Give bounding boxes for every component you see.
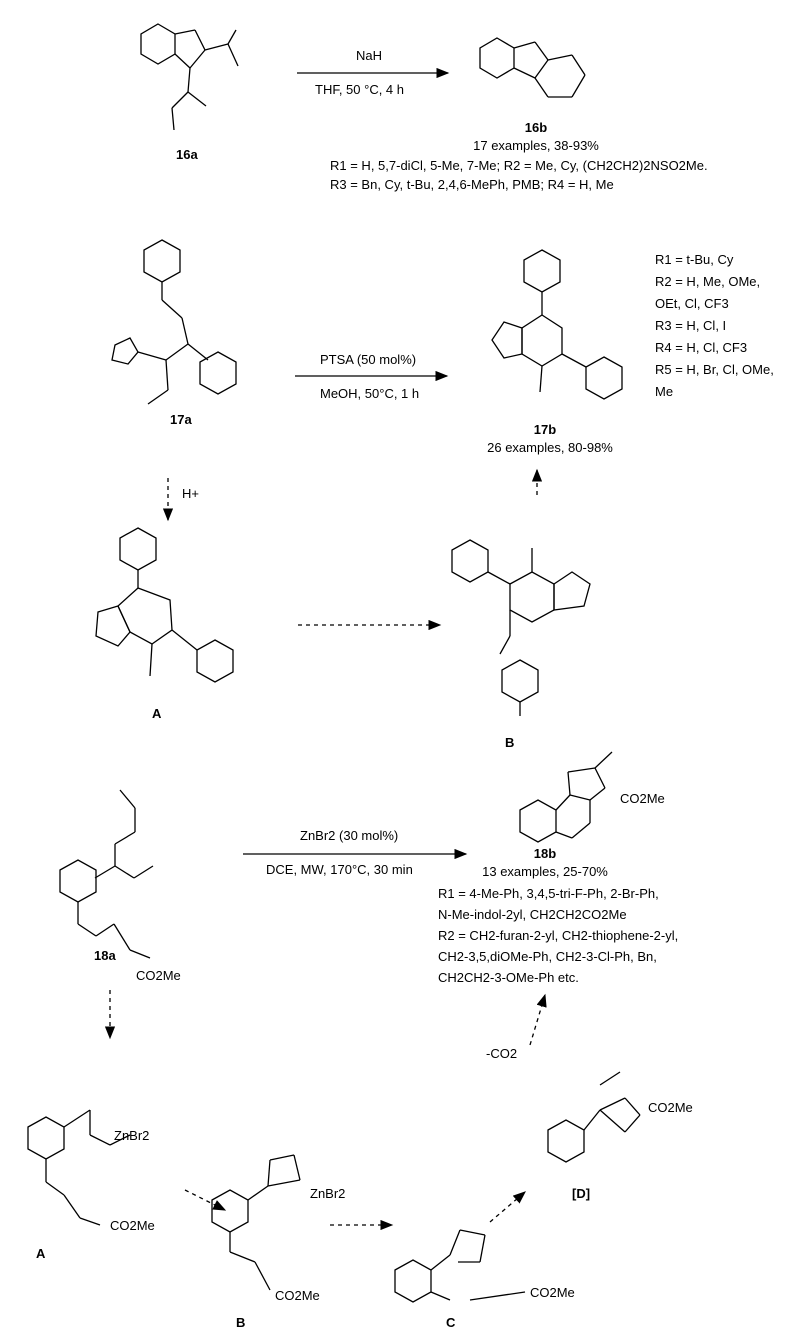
structure-intermediate-2a xyxy=(95,527,234,683)
scheme3-sub-r2-cont2: CH2CH2-3-OMe-Ph etc. xyxy=(438,970,579,985)
structure-intermediate-2b xyxy=(451,539,591,716)
scheme3-sub-r2-cont: CH2-3,5,diOMe-Ph, CH2-3-Cl-Ph, Bn, xyxy=(438,949,657,964)
structure-intermediate-3a xyxy=(27,1109,131,1226)
co2-loss-label: -CO2 xyxy=(486,1046,518,1061)
scheme3-sub-r1: R1 = 4-Me-Ph, 3,4,5-tri-F-Ph, 2-Br-Ph, xyxy=(438,886,659,901)
label-3c: C xyxy=(446,1315,456,1330)
scheme1-substituents-2: R3 = Bn, Cy, t-Bu, 2,4,6-MePh, PMB; R4 =… xyxy=(330,177,614,192)
label-16b: 16b xyxy=(524,120,548,135)
scheme2-sub-r5: R5 = H, Br, Cl, OMe, xyxy=(655,362,774,377)
3d-ester: CO2Me xyxy=(648,1100,693,1115)
scheme3-conditions: DCE, MW, 170°C, 30 min xyxy=(266,862,413,877)
structure-intermediate-3b xyxy=(211,1154,301,1291)
znbr2-label-b: ZnBr2 xyxy=(310,1186,346,1201)
structure-intermediate-3c xyxy=(394,1229,526,1303)
scheme2-reagent: PTSA (50 mol%) xyxy=(320,352,417,367)
scheme2-conditions: MeOH, 50°C, 1 h xyxy=(320,386,420,401)
label-3a: A xyxy=(36,1246,46,1261)
label-3d: [D] xyxy=(572,1186,591,1201)
scheme3-sub-r2: R2 = CH2-furan-2-yl, CH2-thiophene-2-yl, xyxy=(438,928,679,943)
scheme3-examples: 13 examples, 25-70% xyxy=(482,864,608,879)
scheme2-acid: H+ xyxy=(182,486,199,501)
label-3b: B xyxy=(236,1315,246,1330)
structure-18b xyxy=(519,751,613,843)
3a-ester: CO2Me xyxy=(110,1218,155,1233)
structure-16a xyxy=(140,23,239,131)
18b-ester: CO2Me xyxy=(620,791,665,806)
scheme3-sub-r1-cont: N-Me-indol-2yl, CH2CH2CO2Me xyxy=(438,907,627,922)
scheme1-examples: 17 examples, 38-93% xyxy=(473,138,599,153)
scheme2-sub-r3: R3 = H, Cl, I xyxy=(655,318,727,333)
3b-ester: CO2Me xyxy=(275,1288,320,1303)
structure-16b xyxy=(479,37,586,98)
label-17b: 17b xyxy=(533,422,557,437)
label-18b: 18b xyxy=(533,846,557,861)
label-17a: 17a xyxy=(170,412,192,427)
scheme3-substituent-list: R1 = 4-Me-Ph, 3,4,5-tri-F-Ph, 2-Br-Ph, N… xyxy=(438,886,678,986)
scheme2-sub-r5-cont: Me xyxy=(655,384,674,399)
18a-ester: CO2Me xyxy=(136,968,181,983)
znbr2-label-a: ZnBr2 xyxy=(114,1128,150,1143)
label-2a: A xyxy=(152,706,162,721)
scheme1-substituents-1: R1 = H, 5,7-diCl, 5-Me, 7-Me; R2 = Me, C… xyxy=(330,158,708,173)
structure-17a xyxy=(111,239,237,405)
structure-intermediate-3d xyxy=(547,1071,641,1163)
3c-ester: CO2Me xyxy=(530,1285,575,1300)
scheme2-sub-r2-cont: OEt, Cl, CF3 xyxy=(655,296,729,311)
structure-18a xyxy=(59,789,154,959)
structure-17b xyxy=(491,249,623,400)
scheme1-conditions: THF, 50 °C, 4 h xyxy=(315,82,405,97)
label-2b: B xyxy=(505,735,515,750)
scheme2-substituent-list: R1 = t-Bu, Cy R2 = H, Me, OMe, OEt, Cl, … xyxy=(655,252,774,400)
scheme2-examples: 26 examples, 80-98% xyxy=(487,440,613,455)
label-16a: 16a xyxy=(176,147,198,162)
mech-arrow-c-to-d xyxy=(489,1191,526,1223)
scheme2-sub-r2: R2 = H, Me, OMe, xyxy=(655,274,761,289)
scheme3-reagent: ZnBr2 (30 mol%) xyxy=(300,828,399,843)
label-18a: 18a xyxy=(94,948,116,963)
scheme2-sub-r4: R4 = H, Cl, CF3 xyxy=(655,340,748,355)
mech-arrow-a-to-b-3 xyxy=(184,1189,227,1211)
scheme1-reagent: NaH xyxy=(356,48,383,63)
scheme2-sub-r1: R1 = t-Bu, Cy xyxy=(655,252,734,267)
mech-arrow-d-to-18b xyxy=(529,993,547,1046)
